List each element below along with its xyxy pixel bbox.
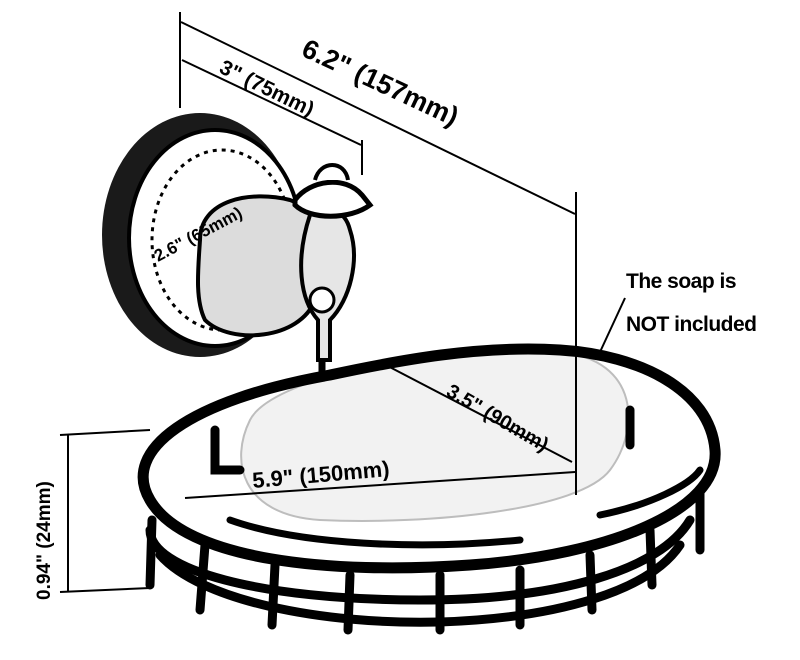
soap-note-line2: NOT included [626, 313, 757, 336]
label-mount-width: 3" (75mm) [216, 56, 318, 121]
support-arm [292, 163, 374, 380]
dim-line-mount-width [181, 59, 362, 146]
note-leader [599, 297, 626, 353]
dim-line-tray-length [184, 471, 576, 499]
basket-rim [137, 343, 721, 574]
wall-mount [102, 113, 324, 357]
label-tray-height: 0.94" (24mm) [34, 481, 55, 600]
dimension-lines [59, 12, 626, 593]
label-total-width: 6.2" (157mm) [297, 33, 463, 132]
soap-note-line1: The soap is [626, 270, 737, 293]
dim-line-tray-depth [379, 361, 573, 463]
dim-line-total-width [180, 21, 576, 215]
